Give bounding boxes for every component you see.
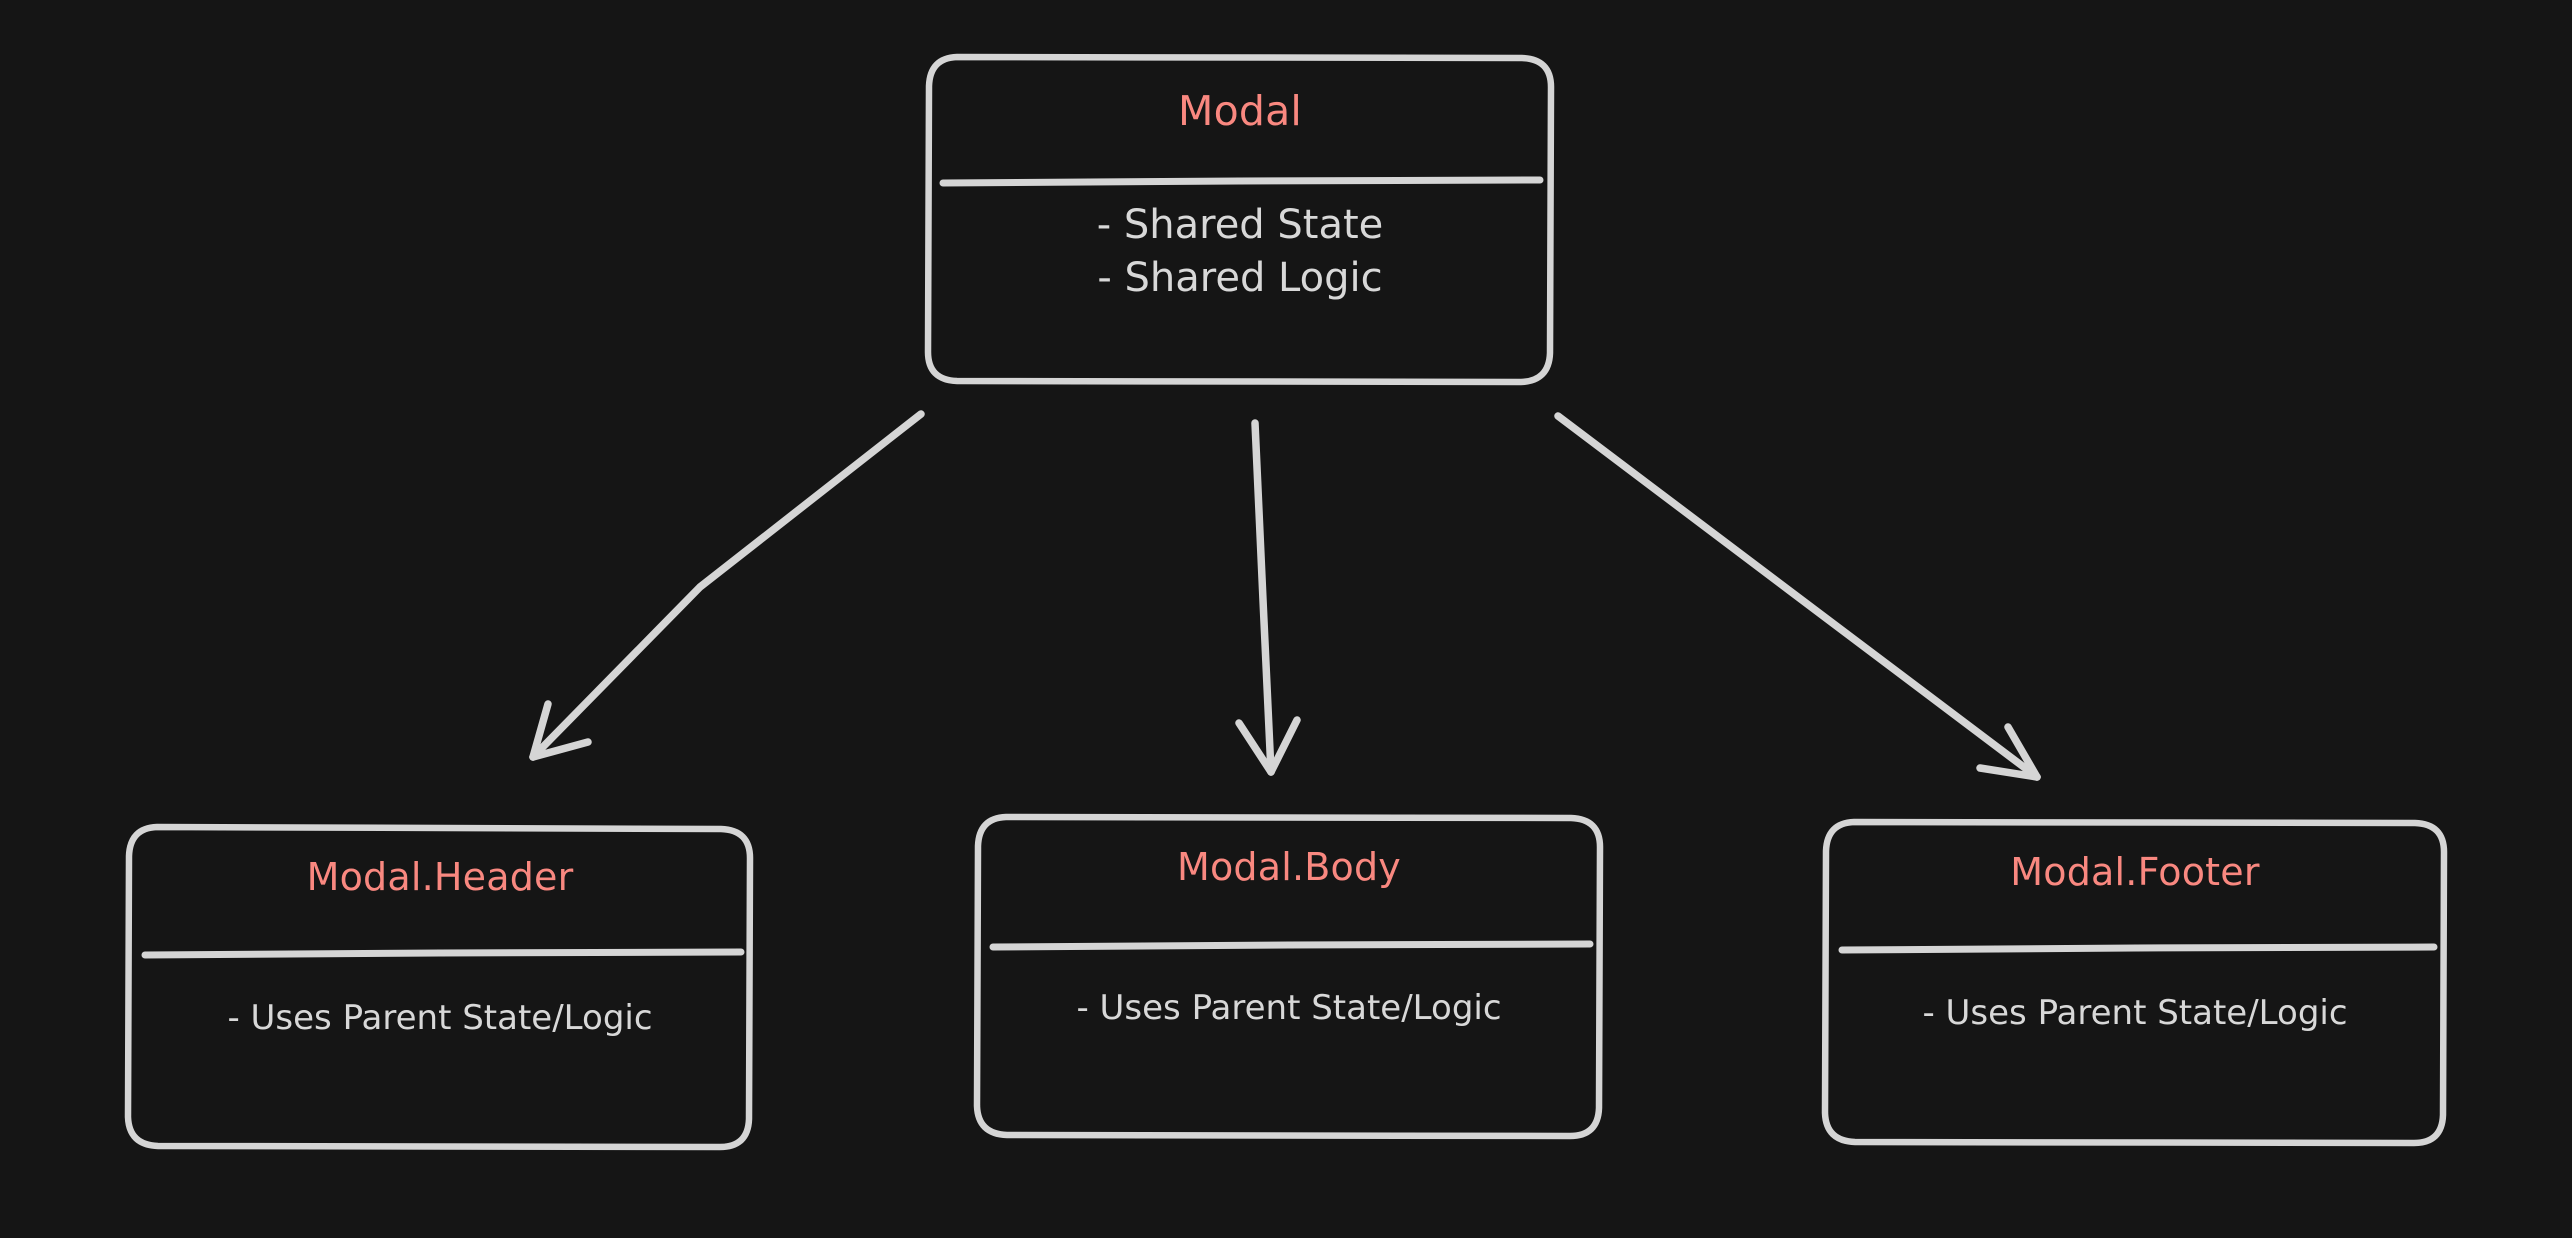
node-modal-title: Modal (1178, 87, 1302, 135)
arrow-modal-to-body (1235, 419, 1301, 776)
arrow-modal-to-header (529, 410, 925, 761)
node-modal-footer-item-0: - Uses Parent State/Logic (1922, 993, 2348, 1033)
arrow-modal-to-footer (1554, 412, 2041, 781)
node-modal-body-item-0: - Uses Parent State/Logic (1076, 988, 1502, 1028)
node-modal-header-items: - Uses Parent State/Logic (122, 995, 758, 1041)
node-modal-body-title: Modal.Body (1176, 845, 1401, 889)
node-modal-item-1: - Shared Logic (1097, 255, 1383, 301)
node-modal-footer-title: Modal.Footer (2010, 850, 2260, 894)
node-modal-footer-items: - Uses Parent State/Logic (1819, 990, 2451, 1036)
node-modal-items: - Shared State - Shared Logic (922, 199, 1558, 305)
node-modal-body-items: - Uses Parent State/Logic (971, 985, 1607, 1031)
node-modal[interactable]: Modal - Shared State - Shared Logic (922, 51, 1558, 389)
node-modal-item-0: - Shared State (1096, 202, 1384, 248)
node-modal-header-title: Modal.Header (306, 855, 574, 899)
node-modal-body[interactable]: Modal.Body - Uses Parent State/Logic (971, 811, 1607, 1145)
node-modal-header-item-0: - Uses Parent State/Logic (227, 998, 653, 1038)
node-modal-footer[interactable]: Modal.Footer - Uses Parent State/Logic (1819, 816, 2451, 1150)
node-modal-header[interactable]: Modal.Header - Uses Parent State/Logic (122, 821, 758, 1155)
